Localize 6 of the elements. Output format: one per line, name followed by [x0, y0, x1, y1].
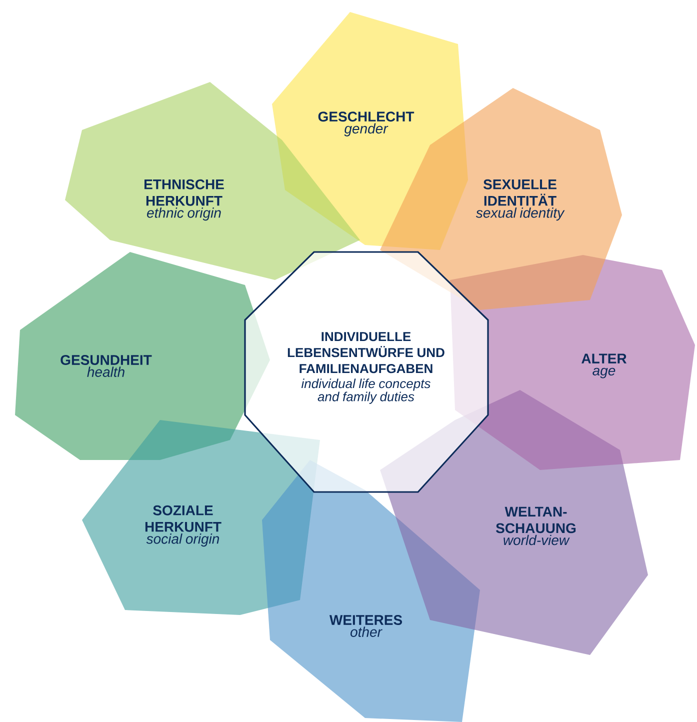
petal: GESCHLECHT gender	[272, 12, 468, 250]
petal: WEITERES other	[262, 460, 480, 722]
petal: GESUNDHEIT health	[15, 252, 270, 460]
petal: SOZIALE HERKUNFT social origin	[82, 420, 320, 615]
petal: ALTER age	[450, 255, 695, 470]
octagon: INDIVIDUELLE LEBENSENTWÜRFE UND FAMILIENAUFGABEN individual life concepts and family duties	[244, 251, 489, 493]
